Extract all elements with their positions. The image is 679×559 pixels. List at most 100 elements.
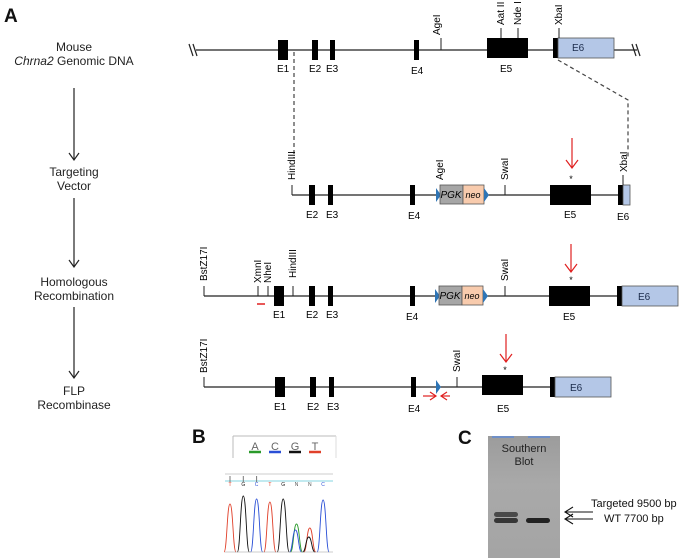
homology-line-right <box>557 59 629 158</box>
step-hr-line1: Homologous <box>40 275 108 289</box>
panel-b-letter: B <box>192 427 206 448</box>
label-e1: E1 <box>274 402 287 413</box>
exon-e3 <box>330 40 335 60</box>
base-legend: A C G T <box>232 435 337 458</box>
exon-e3 <box>329 377 334 397</box>
frt-site-remaining <box>436 380 441 394</box>
label-e4: E4 <box>408 211 421 222</box>
step-vector-line1: Targeting <box>49 165 99 179</box>
label-e2: E2 <box>309 64 322 75</box>
site-hindiii: HindIII <box>288 249 299 278</box>
label-e1: E1 <box>273 310 286 321</box>
legend-base-c: C <box>271 441 279 453</box>
exon-e6-utr <box>621 285 679 307</box>
base-call: T <box>228 482 231 488</box>
site-bstz17i: BstZ17I <box>199 339 210 373</box>
label-e3: E3 <box>327 402 340 413</box>
step-flp-line2: Recombinase <box>37 398 111 412</box>
legend-base-a: A <box>251 441 259 453</box>
exon-e4 <box>411 377 416 397</box>
band-label-wt: WT 7700 bp <box>604 513 664 525</box>
label-e2: E2 <box>306 210 319 221</box>
trace-peak <box>289 529 302 553</box>
label-e4: E4 <box>406 312 419 323</box>
exon-e6-coding <box>618 185 623 205</box>
band-lane2-wt <box>526 518 550 523</box>
exon-e2 <box>309 185 315 205</box>
mutation-mark: * <box>569 275 573 285</box>
legend-base-t: T <box>312 441 319 453</box>
label-e6: E6 <box>638 292 651 303</box>
pcr-primers <box>423 391 450 401</box>
exon-e5 <box>550 185 591 205</box>
trace-peak <box>223 503 237 553</box>
exon-e2 <box>310 377 316 397</box>
step-genomic-line1: Mouse <box>55 40 93 54</box>
label-e6: E6 <box>617 212 630 223</box>
exon-e4 <box>410 286 415 306</box>
exon-e5 <box>549 286 590 306</box>
trace-peak <box>276 498 290 553</box>
frt-site-left <box>436 188 441 202</box>
trace-peak <box>316 499 330 553</box>
label-e3: E3 <box>326 310 339 321</box>
mutation-mark: * <box>503 365 507 375</box>
base-call: N <box>295 482 299 488</box>
exon-e6-coding <box>550 377 555 397</box>
site-xmni: XmnI <box>253 260 264 283</box>
mutation-mark: * <box>569 174 573 184</box>
panel-c-letter: C <box>458 428 472 449</box>
base-call: C <box>321 482 325 488</box>
step-genomic-line2: Chrna2 Genomic DNA <box>4 54 144 68</box>
break-mark-right <box>631 43 641 57</box>
trace-peak <box>250 498 264 553</box>
exon-e2 <box>312 40 318 60</box>
label-e6: E6 <box>570 383 583 394</box>
label-e5: E5 <box>500 64 513 75</box>
label-e2: E2 <box>307 402 320 413</box>
label-e5: E5 <box>563 312 576 323</box>
site-agei: AgeI <box>432 14 443 35</box>
well-1 <box>492 436 514 438</box>
site-swai: SwaI <box>500 158 511 180</box>
base-call: N <box>308 482 312 488</box>
step-flp-recombinase: FLP Recombinase <box>4 384 144 412</box>
site-bstz17i: BstZ17I <box>199 247 210 281</box>
trace-peak <box>303 527 317 553</box>
label-e6: E6 <box>572 43 585 54</box>
recombined-allele-map: BstZ17I XmnI NheI HindIII PGK neo SwaI *… <box>199 244 679 323</box>
exon-e5 <box>482 375 523 395</box>
frt-site-right <box>483 289 488 303</box>
targeting-vector-map: HindIII AgeI PGK neo SwaI * XbaI E2 E3 E… <box>287 138 631 223</box>
label-e3: E3 <box>326 210 339 221</box>
exon-e6-utr <box>557 37 615 59</box>
frt-site-left <box>435 289 440 303</box>
trace-peak <box>263 501 277 553</box>
site-agei: AgeI <box>435 159 446 180</box>
trace-peak <box>236 495 250 553</box>
trace-peak <box>290 523 303 553</box>
label-e2: E2 <box>306 310 319 321</box>
exon-e1 <box>274 286 284 306</box>
exon-e3 <box>328 185 333 205</box>
well-2 <box>528 436 550 438</box>
step-vector-line2: Vector <box>56 179 92 193</box>
label-e1: E1 <box>277 64 290 75</box>
label-e4: E4 <box>411 66 424 77</box>
exon-e6-coding <box>553 38 558 58</box>
blot-title-line1: Southern <box>501 443 547 455</box>
exon-e2 <box>309 286 315 306</box>
neo-label: neo <box>465 190 480 200</box>
exon-e4 <box>410 185 415 205</box>
step-flp-line1: FLP <box>62 384 85 398</box>
base-call: T <box>268 482 271 488</box>
southern-blot-gel: Southern Blot <box>488 436 560 558</box>
exon-e1 <box>278 40 288 60</box>
band-lane1-targeted <box>494 512 518 517</box>
exon-e6-utr <box>554 376 612 398</box>
label-e5: E5 <box>564 210 577 221</box>
label-e4: E4 <box>408 404 421 415</box>
trace-peaks <box>223 495 330 553</box>
